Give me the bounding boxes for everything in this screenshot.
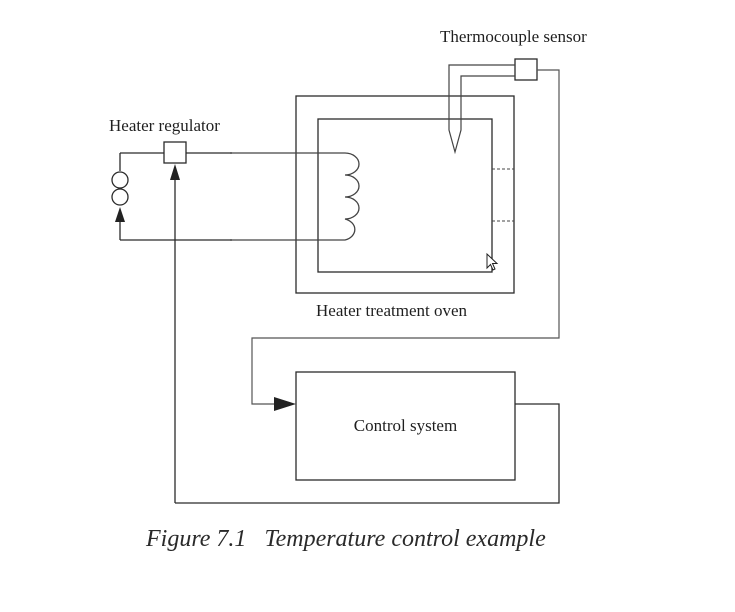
figure-number: Figure 7.1 <box>146 526 247 552</box>
heater-regulator-box <box>163 141 187 164</box>
heater-coil <box>230 152 360 241</box>
sensor-to-control-line <box>251 69 560 405</box>
control-system-label: Control system <box>296 372 515 480</box>
thermocouple-probe <box>448 64 515 155</box>
oven-inner-chamber <box>317 118 493 273</box>
feedback-arrowhead <box>170 164 180 180</box>
figure-caption: Figure 7.1 Temperature control example <box>146 526 546 553</box>
mouse-pointer-icon <box>486 252 499 271</box>
thermocouple-sensor-box <box>514 58 538 81</box>
sensor-to-control-arrowhead <box>274 397 296 411</box>
thermocouple-sensor-label: Thermocouple sensor <box>440 27 587 46</box>
power-source-circle-lower <box>111 188 129 206</box>
control-system-text: Control system <box>353 416 458 435</box>
heater-treatment-oven-label: Heater treatment oven <box>316 301 468 320</box>
figure-title: Temperature control example <box>264 526 546 552</box>
control-system-box <box>295 371 516 481</box>
heater-regulator-label: Heater regulator <box>109 116 220 135</box>
power-source-arrowhead <box>115 207 125 222</box>
control-output-line <box>175 403 560 504</box>
oven-outer-wall <box>295 95 515 294</box>
power-source-circle-upper <box>111 171 129 189</box>
